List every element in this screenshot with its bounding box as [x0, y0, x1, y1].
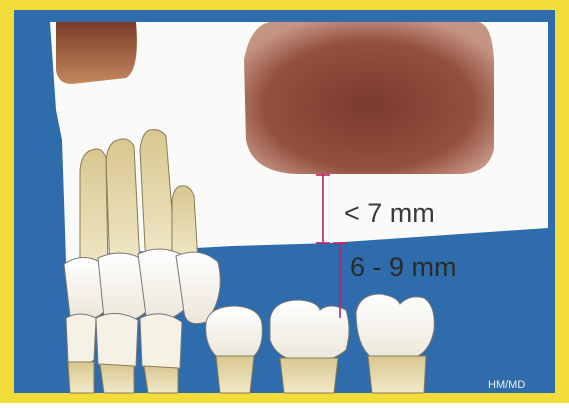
premolar-tooth: [270, 300, 349, 362]
lower-root: [100, 364, 134, 393]
incisor-tooth: [106, 139, 140, 270]
lower-crown: [140, 314, 182, 373]
molar-tooth: [356, 294, 434, 361]
premolar-root: [216, 356, 254, 393]
upper-measurement-label: < 7 mm: [344, 198, 435, 228]
premolar-root: [280, 358, 338, 393]
premolar-tooth: [206, 306, 263, 360]
nasal-cavity-shape: [56, 22, 137, 84]
lower-root: [68, 362, 94, 393]
lower-crown: [66, 314, 96, 366]
maxillary-sinus: [244, 22, 494, 174]
molar-root: [368, 356, 426, 393]
lower-measurement-label: 6 - 9 mm: [350, 252, 457, 282]
credit-label: HM/MD: [488, 379, 525, 391]
lower-crown: [96, 313, 138, 370]
lower-root: [144, 366, 178, 393]
